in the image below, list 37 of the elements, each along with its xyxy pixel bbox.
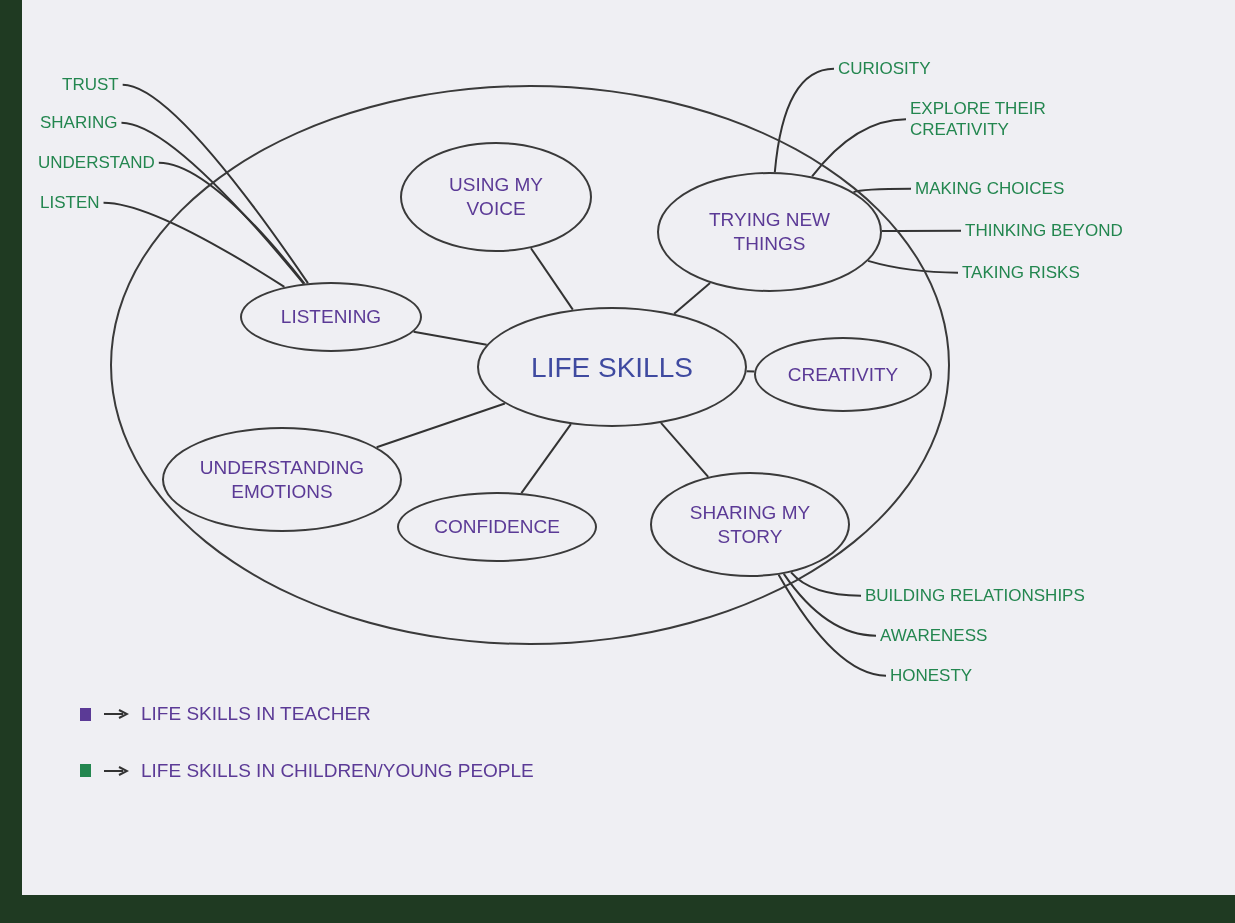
skill-label: LIFE SKILLS xyxy=(531,350,693,385)
connector-line xyxy=(881,229,962,232)
connector-line xyxy=(102,201,286,288)
skill-ellipse xyxy=(162,427,402,532)
skill-label: SHARING MY STORY xyxy=(688,500,812,549)
connector-line xyxy=(867,259,959,274)
connector-line xyxy=(412,330,488,346)
skill-label: UNDERSTANDING EMOTIONS xyxy=(198,455,366,504)
connector-line xyxy=(777,573,887,677)
skill-ellipse xyxy=(400,142,592,252)
skill-label: CREATIVITY xyxy=(787,362,899,387)
connector-line xyxy=(375,402,506,449)
skill-ellipse xyxy=(397,492,597,562)
connector-line xyxy=(121,83,309,285)
connector-line xyxy=(529,247,574,311)
connector-line xyxy=(790,571,862,597)
connector-line xyxy=(520,423,572,495)
legend-text: LIFE SKILLS IN TEACHER xyxy=(141,702,371,726)
connector-line xyxy=(660,421,710,478)
skill-label: LISTENING xyxy=(280,305,382,329)
skill-ellipse xyxy=(650,472,850,577)
skill-label: TRYING NEW THINGS xyxy=(707,208,831,256)
skill-ellipse xyxy=(240,282,422,352)
connector-line xyxy=(773,67,835,174)
skill-ellipse xyxy=(657,172,882,292)
connector-line xyxy=(811,118,907,178)
connector-line xyxy=(852,187,912,194)
connector-line xyxy=(673,281,712,315)
legend-text: LIFE SKILLS IN CHILDREN/YOUNG PEOPLE xyxy=(141,758,534,783)
skill-ellipse xyxy=(754,337,932,412)
connector-line xyxy=(157,161,306,285)
skill-ellipse xyxy=(477,307,747,427)
skill-label: USING MY VOICE xyxy=(448,173,544,221)
connector-line xyxy=(782,572,877,637)
connector-line xyxy=(120,121,305,285)
skill-label: CONFIDENCE xyxy=(434,515,560,539)
connector-line xyxy=(745,370,756,373)
